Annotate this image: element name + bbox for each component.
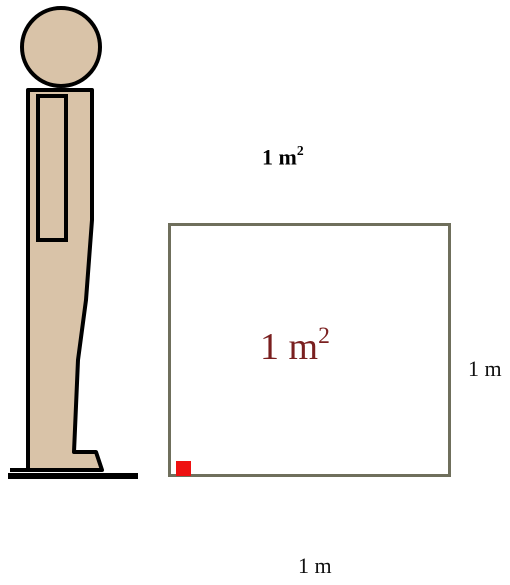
unit-square (168, 223, 451, 477)
right-angle-marker (176, 461, 191, 476)
bottom-length-label: 1 m (298, 553, 332, 578)
title: 1 m2 (262, 142, 372, 170)
side-length-label: 1 m (468, 356, 502, 381)
person-arm (36, 94, 68, 242)
square-area-text: 1 m (260, 326, 319, 368)
person-head (20, 6, 102, 88)
standing-person-icon (8, 6, 138, 479)
title-text: 1 m (262, 144, 297, 170)
square-area-exponent: 2 (318, 323, 330, 349)
square-area-label: 1 m2 (260, 323, 390, 369)
title-exponent: 2 (296, 142, 304, 158)
